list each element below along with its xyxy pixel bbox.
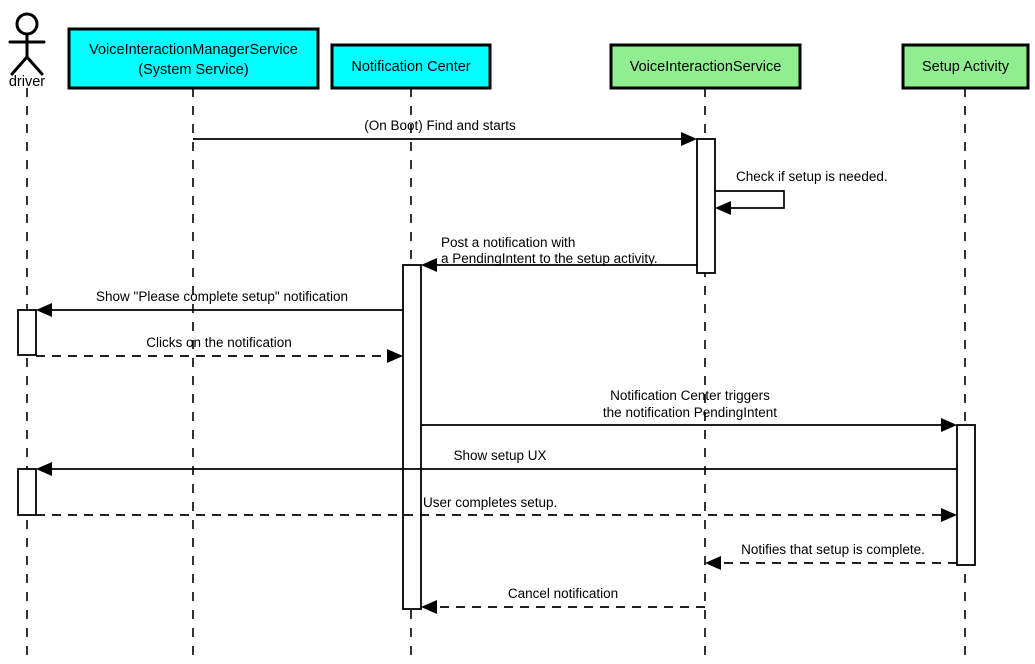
message-label-5: Clicks on the notification [146,335,292,350]
message-show-setup-ux: Show setup UX [36,448,957,476]
participant-box-vis[interactable] [609,43,802,90]
participant-label-setup-activity: Setup Activity [922,59,1010,75]
participant-label-driver: driver [9,74,45,90]
message-cancel-notification: Cancel notification [421,586,705,614]
message-label-1: (On Boot) Find and starts [364,118,516,133]
participant-box-setup-activity[interactable] [901,43,1030,90]
participant-box-vims[interactable] [67,27,320,90]
activation-bar-notification-center [402,264,422,610]
arrowhead-left-2 [715,201,731,215]
arrowhead-left-9 [705,556,721,570]
participant-label-vims-line1: VoiceInteractionManagerService [89,42,298,58]
stick-figure-actor-icon [8,12,46,76]
activation-bar-setup-activity [956,424,976,566]
participant-setup-activity[interactable]: Setup Activity [901,43,1030,90]
participant-label-notification-center: Notification Center [351,59,470,75]
message-label-4: Show "Please complete setup" notificatio… [96,289,348,304]
participant-notification-center[interactable]: Notification Center [330,43,492,90]
participant-driver[interactable]: driver [8,12,46,90]
message-line-2-self [715,190,785,209]
arrowhead-left-10 [421,600,437,614]
participant-box-notification-center[interactable] [330,43,492,90]
message-notification-center-triggers-pendingintent: Notification Center triggers the notific… [421,388,957,432]
message-show-please-complete-setup-notification: Show "Please complete setup" notificatio… [36,289,403,317]
message-clicks-on-the-notification: Clicks on the notification [36,335,403,363]
participant-label-vis: VoiceInteractionService [630,59,782,75]
arrowhead-right-8 [941,508,957,522]
message-label-2: Check if setup is needed. [736,169,888,184]
message-label-6-line2: the notification PendingIntent [603,405,777,420]
activation-bar-vis [696,138,716,274]
participant-voiceinteractionservice[interactable]: VoiceInteractionService [609,43,802,90]
message-label-8: User completes setup. [423,495,557,510]
message-post-a-notification: Post a notification with a PendingIntent… [421,235,697,272]
message-label-9: Notifies that setup is complete. [741,542,925,557]
arrowhead-right-5 [387,349,403,363]
arrowhead-left-7 [36,462,52,476]
arrowhead-left-4 [36,303,52,317]
arrowhead-right-1 [681,132,697,146]
message-label-3-line1: Post a notification with [441,235,575,250]
message-user-completes-setup: User completes setup. [36,495,957,522]
activation-bar-driver-1 [17,309,37,356]
message-on-boot-find-and-starts: (On Boot) Find and starts [193,118,697,146]
participant-voiceinteractionmanagerservice[interactable]: VoiceInteractionManagerService (System S… [67,27,320,90]
message-label-3-line2: a PendingIntent to the setup activity. [441,251,658,266]
message-label-6-line1: Notification Center triggers [610,388,770,403]
arrowhead-left-3 [421,258,437,272]
arrowhead-right-6 [941,418,957,432]
message-check-if-setup-is-needed: Check if setup is needed. [715,169,888,215]
message-label-10: Cancel notification [508,586,618,601]
activation-bar-driver-2 [17,468,37,516]
message-label-7: Show setup UX [453,448,546,463]
message-notifies-that-setup-is-complete: Notifies that setup is complete. [705,542,957,570]
participant-label-vims-line2: (System Service) [138,62,248,78]
